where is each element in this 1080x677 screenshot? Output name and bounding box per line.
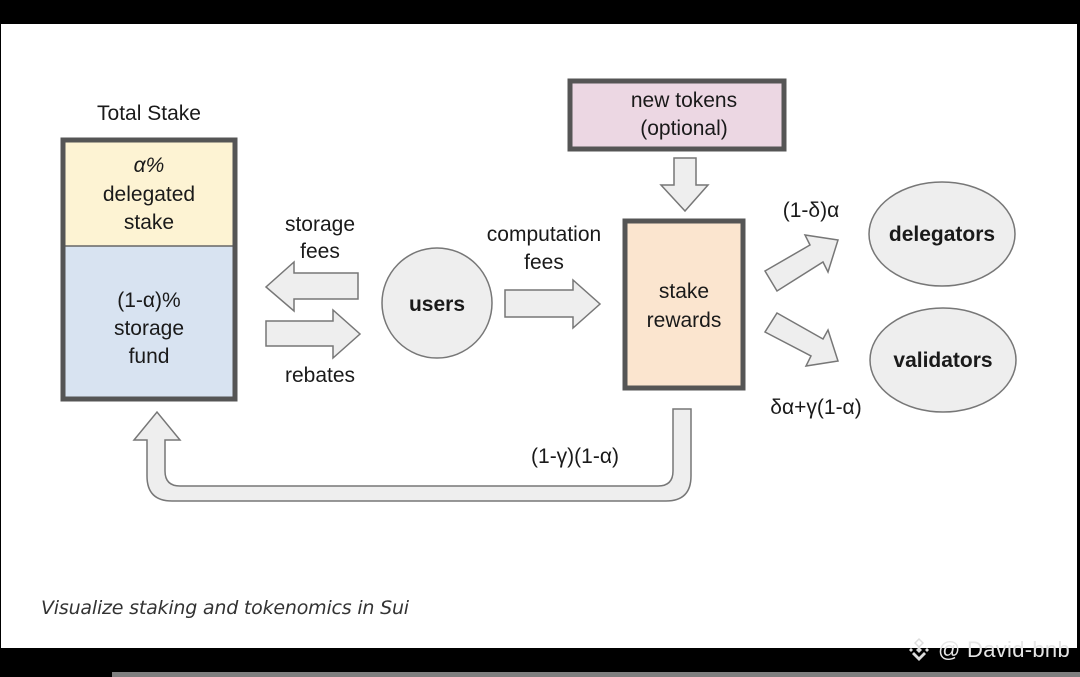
total-stake-box: α% delegated stake (1-α)% storage fund <box>60 137 238 402</box>
watermark: @ David-bnb <box>906 637 1070 663</box>
total-stake-border <box>60 137 238 402</box>
validators-arrow-icon <box>763 311 839 367</box>
storage-fees-label-1: storage <box>285 213 355 236</box>
storage-fund-share-label: (1-γ)(1-α) <box>531 445 619 468</box>
delegators-share-label: (1-δ)α <box>783 199 840 222</box>
users-node <box>381 247 493 359</box>
total-stake-title: Total Stake <box>97 102 201 125</box>
new-tokens-box <box>567 78 787 152</box>
delegators-arrow-icon <box>763 234 839 293</box>
storage-label-2: fund <box>129 345 170 368</box>
rebates-label: rebates <box>285 364 355 387</box>
bottom-bar <box>112 672 1080 677</box>
stake-rewards-label-1: stake <box>659 280 709 303</box>
binance-logo-icon <box>908 638 929 661</box>
delegators-label: delegators <box>889 223 995 246</box>
new-tokens-label-2: (optional) <box>640 117 728 140</box>
rebates-arrow-icon <box>265 308 362 360</box>
computation-fees-arrow-icon <box>504 278 602 330</box>
new-tokens-label-1: new tokens <box>631 89 737 112</box>
storage-fees-arrow-icon <box>264 260 359 313</box>
delegators-node <box>868 181 1016 287</box>
stake-rewards-label-2: rewards <box>647 309 722 332</box>
computation-fees-label-1: computation <box>487 223 601 246</box>
validators-share-label: δα+γ(1-α) <box>770 396 861 419</box>
delegated-pct: α% <box>134 154 165 177</box>
delegated-stake-section <box>63 140 235 246</box>
delegated-label-2: stake <box>124 211 174 234</box>
users-label: users <box>409 293 465 316</box>
validators-label: validators <box>893 349 992 372</box>
validators-node <box>869 307 1017 413</box>
storage-pct: (1-α)% <box>117 289 180 312</box>
storage-fund-section <box>63 246 235 399</box>
caption: Visualize staking and tokenomics in Sui <box>41 597 409 619</box>
watermark-text: @ David-bnb <box>937 637 1070 662</box>
storage-fees-label-2: fees <box>300 240 340 263</box>
new-tokens-arrow-icon <box>659 157 710 213</box>
stake-rewards-box <box>622 218 746 391</box>
computation-fees-label-2: fees <box>524 251 564 274</box>
storage-fund-return-arrow-icon <box>132 408 692 502</box>
storage-label-1: storage <box>114 317 184 340</box>
delegated-label-1: delegated <box>103 183 195 206</box>
